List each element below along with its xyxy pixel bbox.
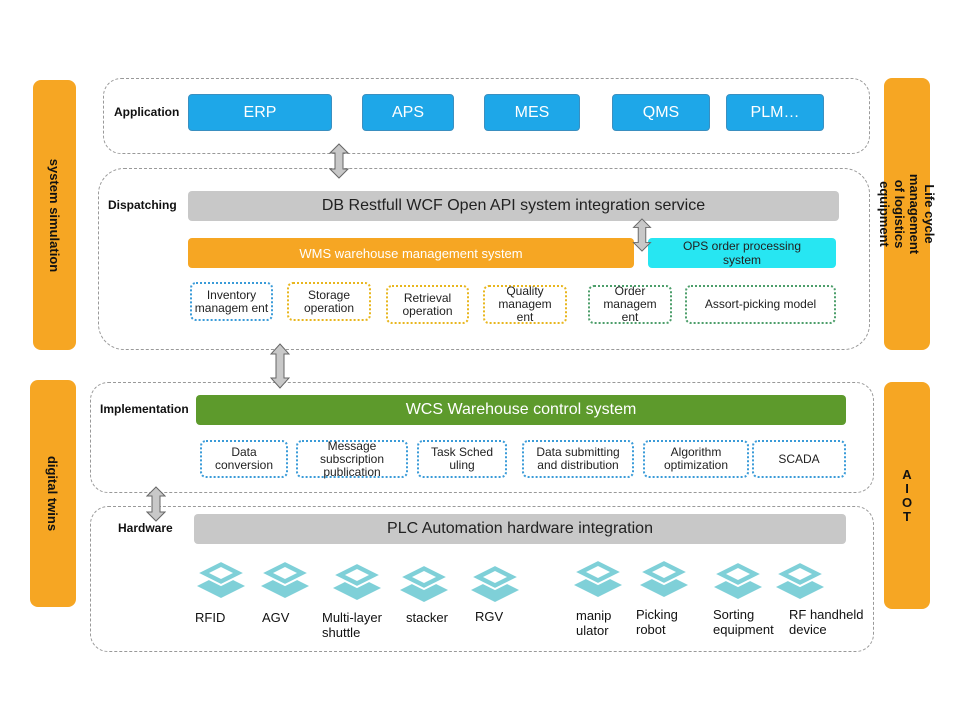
chip-icon <box>773 560 827 599</box>
assort-picking-model-module: Assort-picking model <box>685 285 836 324</box>
chip-icon <box>330 561 384 600</box>
double-arrow-icon <box>329 143 349 179</box>
task-scheduling-module: Task Sched uling <box>417 440 507 478</box>
aiot-bar: A I O T <box>884 382 930 609</box>
chip-icon <box>571 558 625 597</box>
integration-service-bar: DB Restfull WCF Open API system integrat… <box>188 191 839 221</box>
order-management-module: Order managem ent <box>588 285 672 324</box>
plm-box: PLM… <box>726 94 824 131</box>
device-icon-sorting <box>711 559 765 606</box>
aps-box: APS <box>362 94 454 131</box>
erp-box: ERP <box>188 94 332 131</box>
scada-module: SCADA <box>752 440 846 478</box>
device-icon-rf-handheld <box>773 559 827 606</box>
device-icon-picking-robot <box>637 557 691 604</box>
application-label: Application <box>114 105 180 119</box>
inventory-management-module: Inventory managem ent <box>190 282 273 321</box>
wms-bar: WMS warehouse management system <box>188 238 634 268</box>
device-label-shuttle: Multi-layer shuttle <box>322 610 382 640</box>
message-subscription-module: Message subscription publication <box>296 439 408 478</box>
device-label-stacker: stacker <box>406 610 448 625</box>
double-arrow-icon <box>146 486 166 522</box>
data-submitting-module: Data submitting and distribution <box>522 440 634 478</box>
mes-box: MES <box>484 94 580 131</box>
chip-icon <box>397 563 451 602</box>
storage-operation-module: Storage operation <box>287 282 371 321</box>
device-icon-agv <box>258 558 312 605</box>
digital-twins-bar: digital twins <box>30 380 76 607</box>
lifecycle-management-label: Life cycle management of logistics equip… <box>877 173 937 255</box>
algorithm-optimization-module: Algorithm optimization <box>643 440 749 478</box>
quality-management-module: Quality managem ent <box>483 285 567 324</box>
dispatching-label: Dispatching <box>108 198 177 212</box>
plc-integration-bar: PLC Automation hardware integration <box>194 514 846 544</box>
chip-icon <box>637 558 691 597</box>
double-arrow-icon <box>270 343 290 389</box>
device-label-sorting: Sorting equipment <box>713 607 774 637</box>
device-label-picking-robot: Picking robot <box>636 607 678 637</box>
system-simulation-bar: system simulation <box>33 80 76 350</box>
device-label-agv: AGV <box>262 610 290 625</box>
lifecycle-management-bar: Life cycle management of logistics equip… <box>877 78 937 350</box>
device-icon-rgv <box>468 562 522 609</box>
digital-twins-label: digital twins <box>45 455 61 532</box>
chip-icon <box>194 559 248 598</box>
device-icon-manipulator <box>571 557 625 604</box>
device-label-rgv: RGV <box>475 609 504 624</box>
double-arrow-icon <box>632 218 652 252</box>
device-label-manipulator: manip ulator <box>576 608 612 638</box>
aiot-label: A I O T <box>902 466 913 524</box>
qms-box: QMS <box>612 94 710 131</box>
hardware-label: Hardware <box>118 521 173 535</box>
data-conversion-module: Data conversion <box>200 440 288 478</box>
device-label-rfid: RFID <box>195 610 226 625</box>
system-simulation-label: system simulation <box>47 158 62 272</box>
device-icon-stacker <box>397 562 451 609</box>
ops-bar: OPS order processing system <box>648 238 836 268</box>
wcs-bar: WCS Warehouse control system <box>196 395 846 425</box>
retrieval-operation-module: Retrieval operation <box>386 285 469 324</box>
implementation-label: Implementation <box>100 402 189 416</box>
chip-icon <box>258 559 312 598</box>
chip-icon <box>711 560 765 599</box>
device-icon-shuttle <box>330 560 384 607</box>
chip-icon <box>468 563 522 602</box>
device-label-rf-handheld: RF handheld device <box>789 607 864 637</box>
device-icon-rfid <box>194 558 248 605</box>
